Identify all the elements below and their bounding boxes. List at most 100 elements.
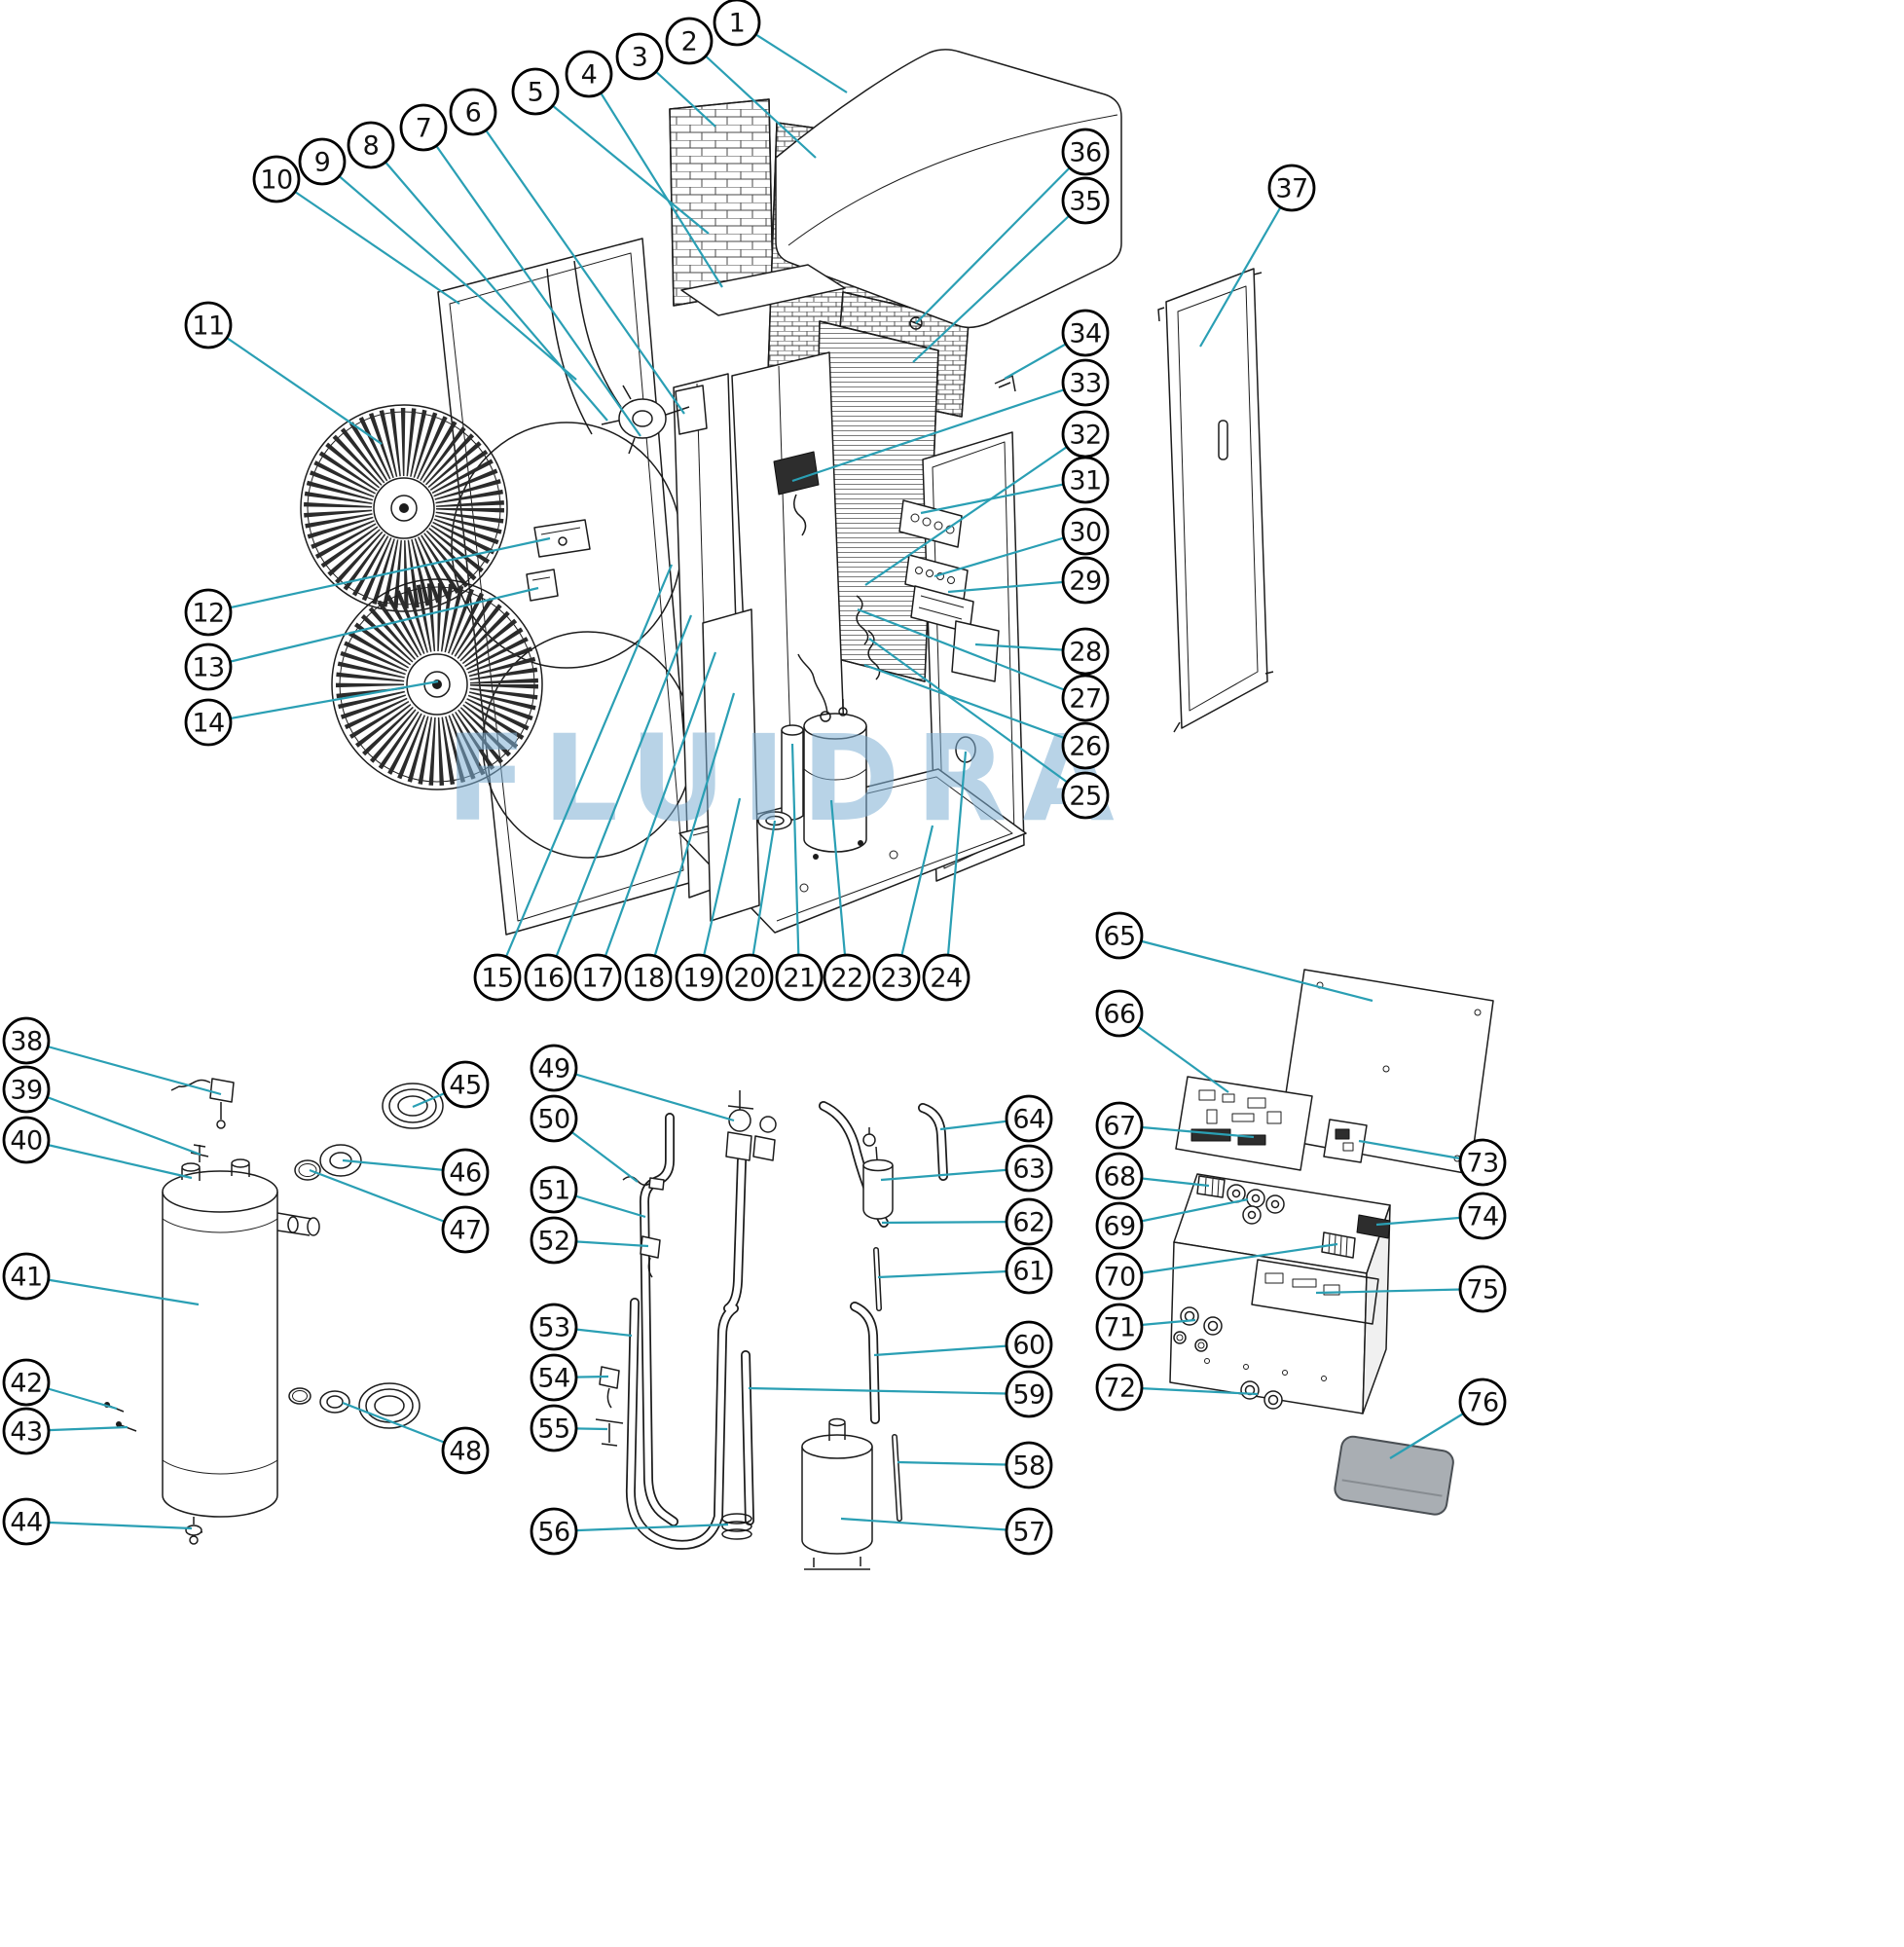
callout-46: 46 — [441, 1148, 490, 1196]
callout-circle-16 — [524, 953, 572, 1002]
callout-number-19: 19 — [682, 964, 714, 994]
callout-circle-15 — [473, 953, 522, 1002]
callout-number-75: 75 — [1466, 1275, 1498, 1305]
callout-circle-64 — [1005, 1094, 1053, 1143]
callout-number-10: 10 — [260, 165, 292, 196]
leader-line-40 — [25, 1138, 193, 1180]
callout-3: 3 — [615, 32, 664, 81]
exploded-view-artwork — [104, 49, 1494, 1570]
callout-circle-7 — [399, 103, 448, 152]
callout-35: 35 — [1061, 176, 1110, 225]
callout-number-23: 23 — [880, 964, 912, 994]
callout-circle-66 — [1095, 989, 1144, 1038]
callout-circle-4 — [565, 50, 613, 98]
callout-24: 24 — [922, 953, 970, 1002]
latch-housing — [533, 519, 591, 558]
callout-circle-54 — [530, 1353, 578, 1402]
callout-circle-76 — [1458, 1378, 1507, 1426]
callout-circle-32 — [1061, 410, 1110, 459]
callout-29: 29 — [1061, 556, 1110, 605]
leader-line-10 — [275, 178, 460, 305]
callout-number-9: 9 — [314, 148, 331, 178]
leader-line-21 — [790, 743, 801, 978]
callout-5: 5 — [511, 67, 560, 116]
callout-48: 48 — [441, 1426, 490, 1475]
callout-47: 47 — [441, 1205, 490, 1254]
accumulator — [801, 1417, 873, 1570]
callout-number-70: 70 — [1103, 1263, 1135, 1293]
corner-bracket — [994, 375, 1016, 392]
callout-circle-48 — [441, 1426, 490, 1475]
callout-circle-69 — [1095, 1201, 1144, 1250]
terminal-block-connector — [773, 451, 820, 536]
callout-circle-52 — [530, 1216, 578, 1265]
washer-top — [319, 1144, 362, 1177]
callout-71: 71 — [1095, 1303, 1144, 1351]
leader-line-25 — [868, 638, 1086, 796]
leader-line-36 — [915, 151, 1086, 324]
callout-number-4: 4 — [581, 60, 598, 91]
relay-pcb — [1323, 1119, 1368, 1163]
callout-number-61: 61 — [1012, 1257, 1044, 1287]
leader-line-18 — [646, 692, 736, 978]
callout-15: 15 — [473, 953, 522, 1002]
callout-number-32: 32 — [1069, 421, 1101, 451]
expansion-valve — [725, 1090, 777, 1161]
callout-circle-68 — [1095, 1152, 1144, 1200]
electrical-cover-plate — [1278, 969, 1494, 1175]
callout-68: 68 — [1095, 1152, 1144, 1200]
callout-number-34: 34 — [1069, 319, 1101, 349]
callout-circle-28 — [1061, 627, 1110, 676]
callout-9: 9 — [298, 137, 347, 186]
callout-25: 25 — [1061, 771, 1110, 820]
leader-line-27 — [857, 607, 1086, 700]
callout-17: 17 — [573, 953, 622, 1002]
callout-number-26: 26 — [1069, 732, 1101, 762]
leader-line-44 — [25, 1520, 193, 1530]
callout-circle-22 — [823, 953, 871, 1002]
callout-circle-23 — [872, 953, 921, 1002]
callout-number-72: 72 — [1103, 1374, 1135, 1404]
callout-circle-61 — [1005, 1246, 1053, 1295]
callout-circle-12 — [184, 588, 233, 637]
callout-number-68: 68 — [1103, 1162, 1135, 1193]
small-cover-plate — [951, 620, 1000, 682]
callout-62: 62 — [1005, 1197, 1053, 1246]
callout-number-54: 54 — [537, 1364, 569, 1394]
leader-line-32 — [864, 433, 1086, 586]
callout-41: 41 — [2, 1252, 51, 1301]
leader-line-30 — [934, 530, 1086, 578]
callout-number-69: 69 — [1103, 1212, 1135, 1242]
leader-line-49 — [553, 1066, 735, 1122]
callout-58: 58 — [1005, 1441, 1053, 1489]
flow-switch — [170, 1078, 235, 1129]
callout-13: 13 — [184, 643, 233, 691]
fan-motor — [601, 385, 708, 455]
callout-11: 11 — [184, 301, 233, 349]
leader-line-22 — [829, 799, 849, 978]
callout-number-15: 15 — [481, 964, 513, 994]
callout-21: 21 — [775, 953, 824, 1002]
leader-line-2 — [688, 40, 817, 159]
callout-circle-57 — [1005, 1507, 1053, 1556]
callout-number-71: 71 — [1103, 1313, 1135, 1343]
pipe-sensor-1 — [640, 1235, 661, 1278]
pipe-sensor-2 — [599, 1366, 620, 1409]
callout-20: 20 — [725, 953, 774, 1002]
callout-number-17: 17 — [581, 964, 613, 994]
leader-line-16 — [546, 614, 693, 978]
callout-number-46: 46 — [449, 1158, 481, 1189]
leader-line-35 — [912, 200, 1086, 363]
main-unit-assembly — [300, 49, 1122, 936]
callout-number-66: 66 — [1103, 1000, 1135, 1030]
callout-circle-49 — [530, 1044, 578, 1092]
callout-31: 31 — [1061, 456, 1110, 504]
leader-line-63 — [880, 1166, 1030, 1182]
leader-line-11 — [207, 324, 383, 445]
callout-circle-21 — [775, 953, 824, 1002]
callout-circle-35 — [1061, 176, 1110, 225]
callout-number-55: 55 — [537, 1414, 569, 1445]
leader-line-62 — [881, 1220, 1030, 1225]
callout-circle-40 — [2, 1116, 51, 1164]
